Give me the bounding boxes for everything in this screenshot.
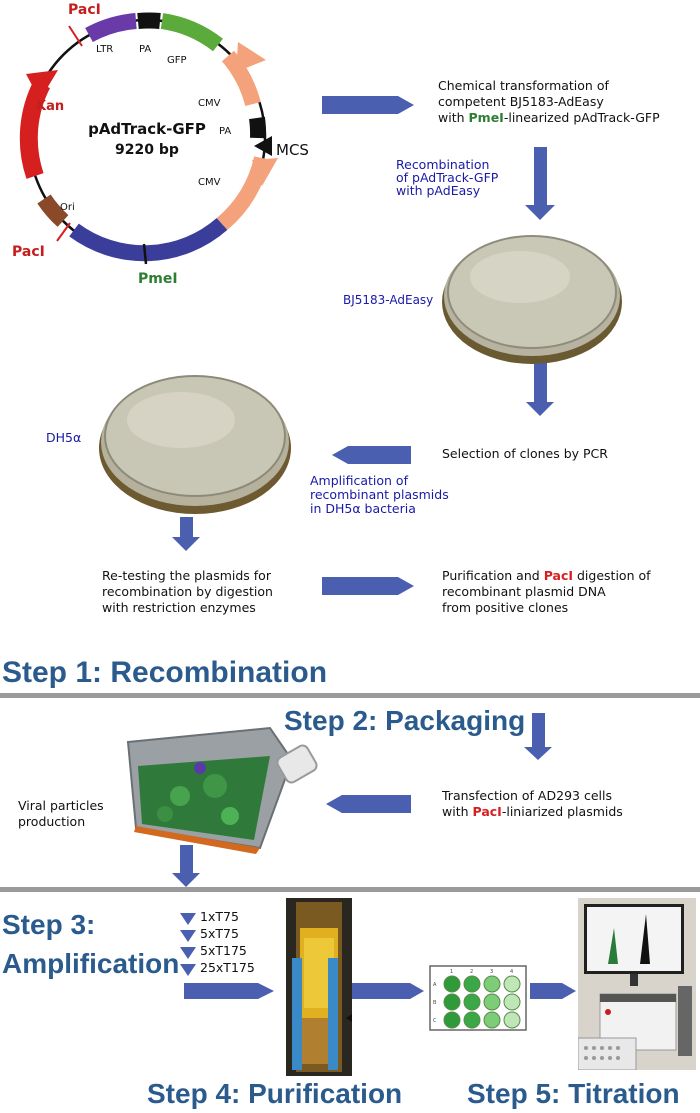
flask-triangle-2 xyxy=(180,930,196,942)
purification-line-3: from positive clones xyxy=(442,600,569,615)
transformation-line-1: Chemical transformation of xyxy=(438,78,609,93)
mcs-label: MCS xyxy=(276,141,309,159)
plate-col-1: 1 xyxy=(450,969,453,975)
transformation-line-3: -linearized pAdTrack-GFP xyxy=(503,110,660,125)
transfection-with: with xyxy=(442,804,469,819)
divider-1 xyxy=(0,693,700,698)
paci-top-label: PacI xyxy=(68,2,101,18)
recombination-line-2: of pAdTrack-GFP xyxy=(396,170,499,185)
plate-col-4: 4 xyxy=(510,969,513,975)
flow-cytometer xyxy=(578,898,696,1070)
arrow-left-2 xyxy=(326,795,411,813)
arrow-down-2 xyxy=(526,362,554,416)
transfection-paci: PacI xyxy=(472,804,502,819)
retest-line-1: Re-testing the plasmids for xyxy=(102,568,271,583)
arrow-down-1 xyxy=(525,147,555,220)
step3-title-1: Step 3: xyxy=(2,909,96,940)
titration-plate: 1 2 3 4 A B C xyxy=(429,965,527,1031)
flask-triangle-3 xyxy=(180,947,196,959)
transfection-line-1: Transfection of AD293 cells xyxy=(442,788,612,803)
arrow-down-3 xyxy=(172,517,200,551)
transfection-line-2: -liniarized plasmids xyxy=(501,804,623,819)
amplification-line-2: recombinant plasmids xyxy=(310,487,449,502)
dh5a-label: DH5α xyxy=(46,430,82,445)
transformation-pmei: PmeI xyxy=(468,110,504,125)
flask-list: 1xT75 5xT75 5xT175 25xT175 xyxy=(200,908,255,976)
transformation-text: Chemical transformation of competent BJ5… xyxy=(438,78,700,126)
petri-dish-dh5a xyxy=(99,375,291,514)
step1-title: Step 1: Recombination xyxy=(2,656,328,689)
step4-title: Step 4: Purification xyxy=(147,1078,403,1109)
step3-title-2: Amplification xyxy=(2,948,180,979)
plate-row-c: C xyxy=(433,1018,437,1024)
plasmid-name: pAdTrack-GFP xyxy=(88,120,206,138)
flask-triangle-1 xyxy=(180,913,196,925)
selection-text: Selection of clones by PCR xyxy=(442,446,608,461)
cmv-1-label: CMV xyxy=(198,98,221,109)
retest-line-3: with restriction enzymes xyxy=(102,600,256,615)
ltr-label: LTR xyxy=(96,44,113,55)
flask-item-2: 5xT75 xyxy=(200,926,239,941)
gfp-label: GFP xyxy=(167,55,187,66)
arrow-down-5 xyxy=(172,845,200,887)
plate-col-2: 2 xyxy=(470,969,473,975)
viral-text: Viral particles production xyxy=(18,798,104,830)
pa-right-label: PA xyxy=(219,126,231,137)
amplification-text: Amplification of recombinant plasmids in… xyxy=(310,474,449,516)
transformation-line-2: competent BJ5183-AdEasy xyxy=(438,94,604,109)
plate-row-a: A xyxy=(433,982,437,988)
purification-text: Purification and PacI digestion of recom… xyxy=(442,568,651,616)
petri-dish-bj5183 xyxy=(442,235,622,364)
flask-item-1: 1xT75 xyxy=(200,909,239,924)
purification-digestion: digestion of xyxy=(577,568,651,583)
retest-text: Re-testing the plasmids for recombinatio… xyxy=(102,568,273,616)
flask-triangle-4 xyxy=(180,964,196,976)
flask-item-3: 5xT175 xyxy=(200,943,247,958)
plasmid-size: 9220 bp xyxy=(115,142,179,158)
step2-title: Step 2: Packaging xyxy=(284,705,526,736)
purification-and: Purification and xyxy=(442,568,540,583)
purification-paci: PacI xyxy=(543,568,574,583)
arrow-right-3 xyxy=(184,983,274,999)
viral-line-2: production xyxy=(18,814,86,829)
step5-title: Step 5: Titration xyxy=(467,1078,680,1109)
kan-label: Kan xyxy=(36,99,64,114)
plate-row-b: B xyxy=(433,1000,437,1006)
arrow-right-2 xyxy=(322,577,414,595)
bj5183-label: BJ5183-AdEasy xyxy=(343,293,434,307)
amplification-line-1: Amplification of xyxy=(310,473,408,488)
arrow-down-4 xyxy=(524,713,552,760)
arrow-right-4 xyxy=(352,983,424,999)
arrow-right-5 xyxy=(530,983,576,999)
transfection-text: Transfection of AD293 cells with PacI-li… xyxy=(442,788,623,820)
divider-2 xyxy=(0,887,700,892)
pmei-label: PmeI xyxy=(138,271,178,287)
purification-line-2: recombinant plasmid DNA xyxy=(442,584,606,599)
plasmid-map: PacI LTR PA GFP CMV PA MCS CMV Kan Ori P… xyxy=(12,2,309,287)
arrow-left-1 xyxy=(332,446,411,464)
purification-tube xyxy=(286,898,352,1076)
paci-bottom-label: PacI xyxy=(12,244,45,260)
recombination-line-3: with pAdEasy xyxy=(396,183,481,198)
arrow-right-1 xyxy=(322,96,414,114)
pa-top-label: PA xyxy=(139,44,151,55)
cmv-2-label: CMV xyxy=(198,177,221,188)
retest-line-2: recombination by digestion xyxy=(102,584,273,599)
cell-culture-flask xyxy=(126,726,318,854)
viral-line-1: Viral particles xyxy=(18,798,104,813)
amplification-line-3: in DH5α bacteria xyxy=(310,501,416,516)
ori-label: Ori xyxy=(60,202,75,213)
recombination-line-1: Recombination xyxy=(396,157,490,172)
recombination-text: Recombination of pAdTrack-GFP with pAdEa… xyxy=(396,158,498,197)
flask-item-4: 25xT175 xyxy=(200,960,255,975)
plate-col-3: 3 xyxy=(490,969,493,975)
transformation-with: with xyxy=(438,110,465,125)
